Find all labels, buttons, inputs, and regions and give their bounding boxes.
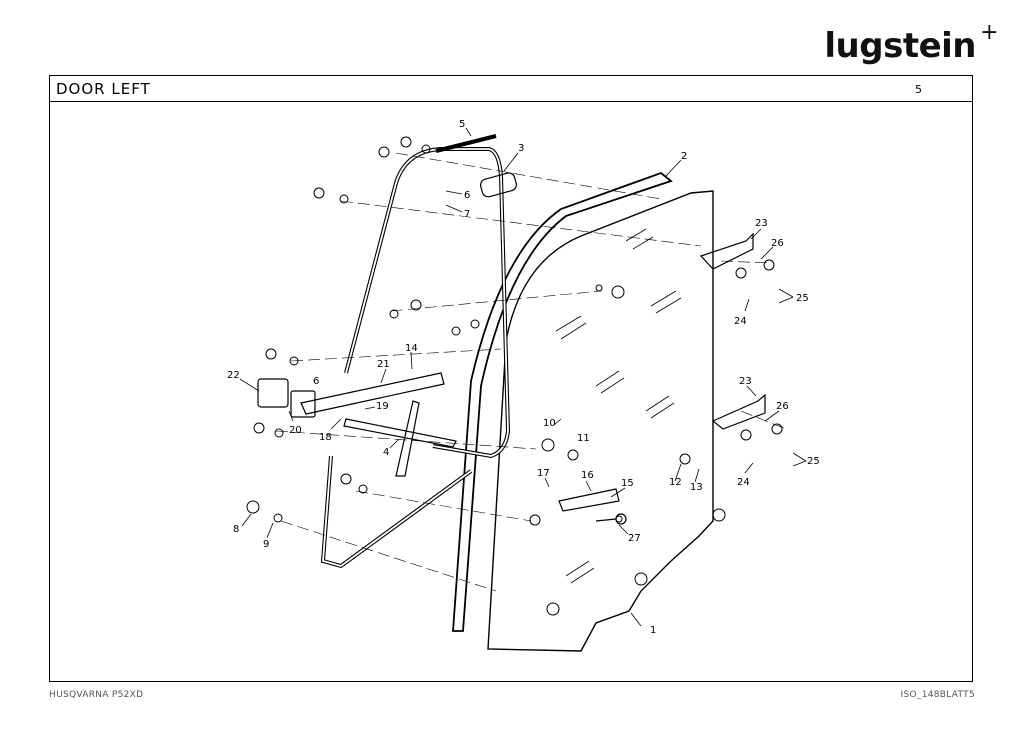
callout-20: 20 <box>289 425 302 436</box>
callout-26a: 26 <box>771 238 784 249</box>
hinge-lower <box>711 393 766 430</box>
callout-labels: 1 2 3 4 5 6 6 7 8 9 10 11 12 13 14 15 16… <box>227 119 820 636</box>
drawing-title: DOOR LEFT <box>56 80 151 98</box>
callout-25b: 25 <box>807 456 820 467</box>
exploded-parts-diagram: 1 2 3 4 5 6 6 7 8 9 10 11 12 13 14 15 16… <box>227 119 820 652</box>
lugstein-logo: lugstein+ <box>824 20 998 66</box>
callout-18: 18 <box>319 432 332 443</box>
callout-14: 14 <box>405 343 418 354</box>
callout-23a: 23 <box>755 218 768 229</box>
door-lock <box>257 378 289 408</box>
logo-plus-icon: + <box>980 20 998 45</box>
callout-24a: 24 <box>734 316 747 327</box>
callout-13: 13 <box>690 482 703 493</box>
leader-lines <box>239 127 807 627</box>
door-parts-drawing <box>246 134 787 652</box>
callout-5: 5 <box>459 119 465 130</box>
drawing-frame: DOOR LEFT 5 <box>49 75 973 682</box>
callout-22: 22 <box>227 370 240 381</box>
callout-11: 11 <box>577 433 590 444</box>
callout-4: 4 <box>383 447 389 458</box>
logo-text: lugstein <box>824 26 976 66</box>
callout-23b: 23 <box>739 376 752 387</box>
callout-7: 7 <box>464 209 470 220</box>
brace <box>395 400 420 477</box>
callout-10: 10 <box>543 418 556 429</box>
callout-27: 27 <box>628 533 641 544</box>
footer-model: HUSQVARNA P52XD <box>49 690 144 700</box>
door-seal <box>452 171 673 632</box>
drawing-header: DOOR LEFT 5 <box>50 76 972 102</box>
callout-2: 2 <box>681 151 687 162</box>
callout-3: 3 <box>518 143 524 154</box>
hinge-upper <box>699 232 754 270</box>
callout-16: 16 <box>581 470 594 481</box>
footer-sheet-id: ISO_148BLATT5 <box>900 690 975 700</box>
door-handle <box>558 488 620 512</box>
bracket-plate <box>479 172 517 198</box>
gas-spring <box>435 134 497 153</box>
callout-17: 17 <box>537 468 550 479</box>
callout-9: 9 <box>263 539 269 550</box>
cross-bar <box>300 372 445 415</box>
door-glass-panel <box>487 190 714 652</box>
callout-19: 19 <box>376 401 389 412</box>
callout-26b: 26 <box>776 401 789 412</box>
callout-21: 21 <box>377 359 390 370</box>
callout-6b: 6 <box>313 376 319 387</box>
callout-1: 1 <box>650 625 656 636</box>
page-number: 5 <box>915 83 922 96</box>
callout-15: 15 <box>621 478 634 489</box>
callout-24b: 24 <box>737 477 750 488</box>
callout-25a: 25 <box>796 293 809 304</box>
callout-6a: 6 <box>464 190 470 201</box>
key <box>595 518 617 522</box>
callout-12: 12 <box>669 477 682 488</box>
callout-8: 8 <box>233 524 239 535</box>
